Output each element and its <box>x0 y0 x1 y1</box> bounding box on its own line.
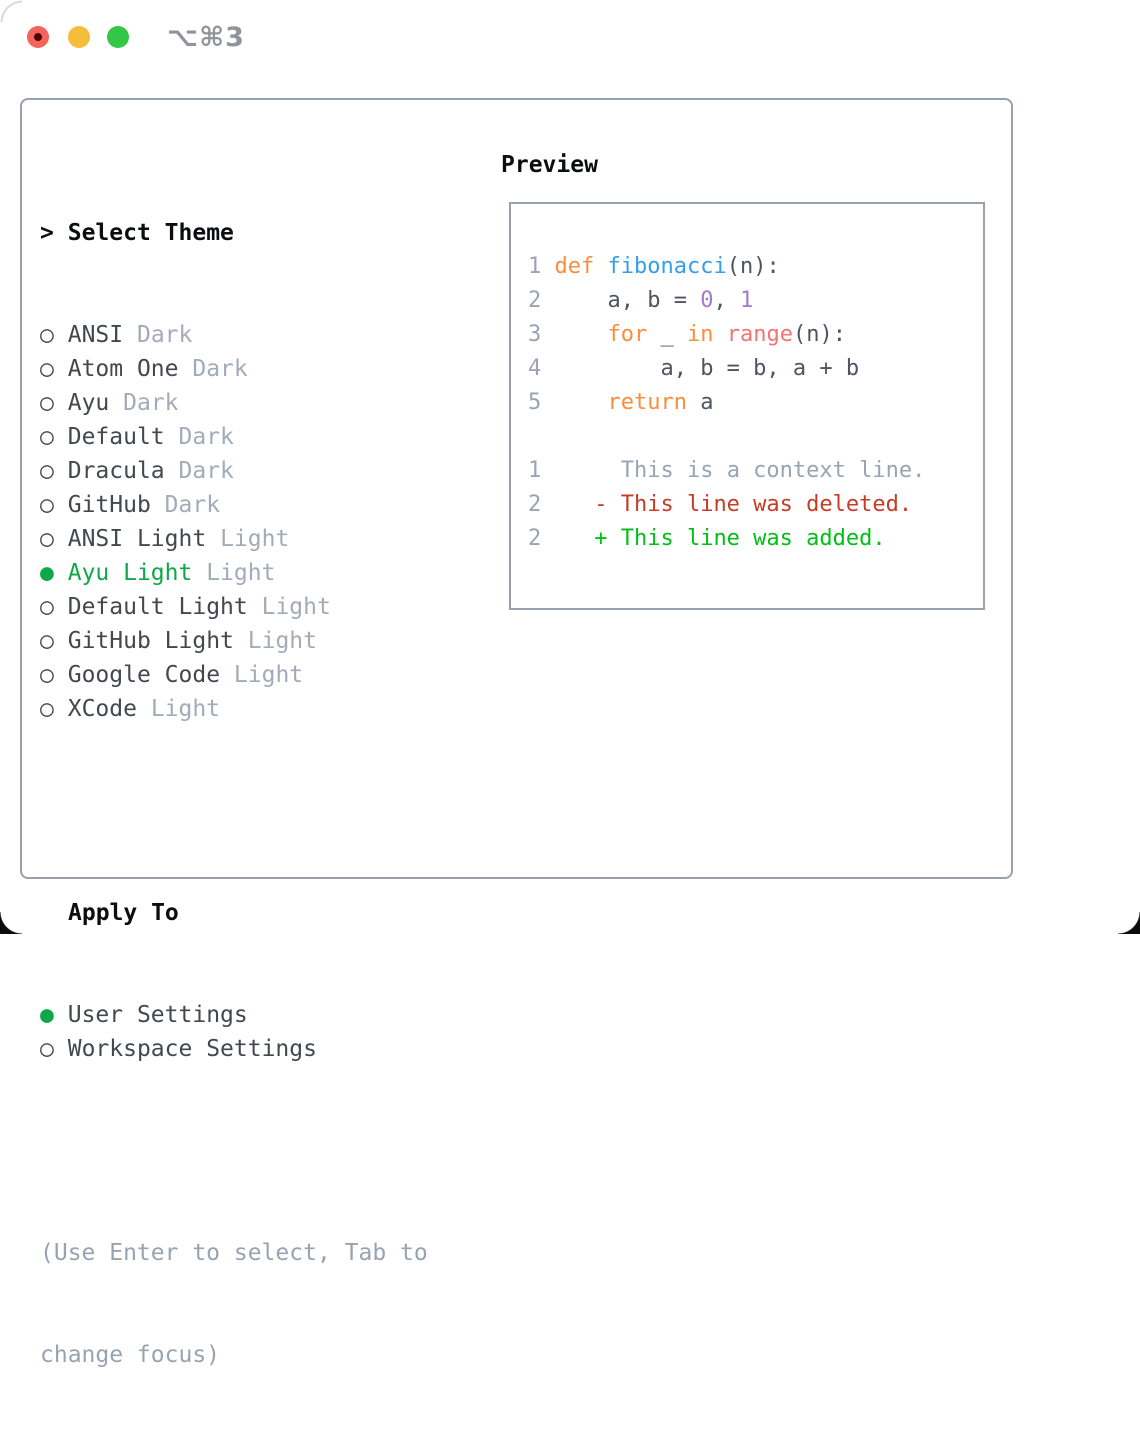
theme-option[interactable]: ● Ayu Light Light <box>40 560 276 586</box>
theme-option[interactable]: ○ Ayu Dark <box>40 390 179 416</box>
preview-code-block: 1 def fibonacci(n): 2 a, b = 0, 1 3 for _ … <box>528 250 925 556</box>
preview-code-line: 4 a, b = b, a + b <box>528 356 860 381</box>
select-theme-header: > Select Theme <box>40 216 428 250</box>
preview-code-line <box>528 420 925 454</box>
hint-text-line-1: (Use Enter to select, Tab to <box>40 1240 428 1266</box>
theme-option[interactable]: ○ ANSI Light Light <box>40 526 290 552</box>
preview-code-line: 5 return a <box>528 390 714 415</box>
titlebar: ⌥⌘3 <box>0 0 1140 74</box>
theme-option[interactable]: ○ Atom One Dark <box>40 356 248 382</box>
select-theme-title: Select Theme <box>67 220 234 246</box>
apply-to-header: Apply To <box>68 900 179 926</box>
theme-picker-column: > Select Theme ○ ANSI Dark ○ Atom One Dar… <box>40 148 428 1440</box>
theme-option[interactable]: ○ Dracula Dark <box>40 458 234 484</box>
app-window: ⌥⌘3 > Select Theme ○ ANSI Dark ○ Atom One… <box>0 0 1140 1368</box>
theme-option[interactable]: ○ Default Light Light <box>40 594 331 620</box>
apply-to-list: ● User Settings ○ Workspace Settings <box>40 998 428 1066</box>
theme-option[interactable]: ○ GitHub Light Light <box>40 628 317 654</box>
window-corner <box>0 912 22 934</box>
theme-list: ○ ANSI Dark ○ Atom One Dark ○ Ayu Dark ○ De… <box>40 318 428 726</box>
preview-pane: 1 def fibonacci(n): 2 a, b = 0, 1 3 for _ … <box>509 202 985 610</box>
cursor-caret: > <box>40 220 54 246</box>
window-shortcut-label: ⌥⌘3 <box>167 22 245 53</box>
preview-code-line: 2 + This line was added. <box>528 526 886 551</box>
spacer <box>40 1134 428 1168</box>
theme-option[interactable]: ○ Default Dark <box>40 424 234 450</box>
theme-picker-panel: > Select Theme ○ ANSI Dark ○ Atom One Dar… <box>20 98 1013 1368</box>
hint-text-line-2: change focus) <box>40 1342 221 1368</box>
apply-to-option[interactable]: ○ Workspace Settings <box>40 1036 317 1062</box>
preview-code-line: 2 a, b = 0, 1 <box>528 288 754 313</box>
window-corner <box>1118 912 1140 934</box>
close-dot-icon <box>34 33 42 41</box>
close-button[interactable] <box>27 26 49 48</box>
spacer <box>40 794 428 828</box>
theme-option[interactable]: ○ Google Code Light <box>40 662 304 688</box>
preview-code-line: 2 - This line was deleted. <box>528 492 913 517</box>
preview-title: Preview <box>501 152 598 178</box>
preview-code-line: 1 This is a context line. <box>528 458 926 483</box>
theme-option[interactable]: ○ ANSI Dark <box>40 322 193 348</box>
theme-option[interactable]: ○ GitHub Dark <box>40 492 221 518</box>
preview-code-line: 3 for _ in range(n): <box>528 322 846 347</box>
apply-to-option[interactable]: ● User Settings <box>40 1002 248 1028</box>
theme-option[interactable]: ○ XCode Light <box>40 696 221 722</box>
minimize-button[interactable] <box>68 26 90 48</box>
zoom-button[interactable] <box>107 26 129 48</box>
preview-code-line: 1 def fibonacci(n): <box>528 254 780 279</box>
